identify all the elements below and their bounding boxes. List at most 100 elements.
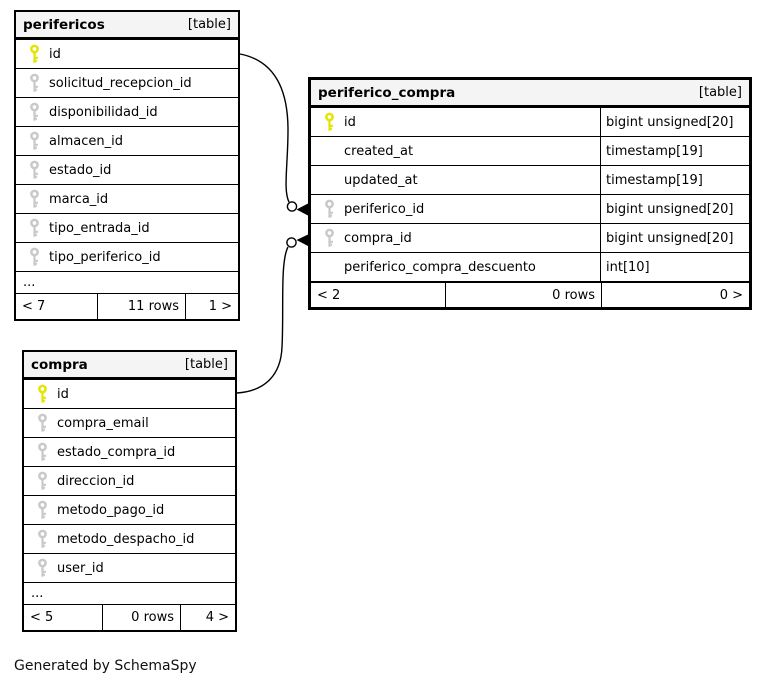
hidden-columns-ellipsis: ...: [24, 582, 235, 604]
column-name: tipo_periferico_id: [49, 249, 161, 265]
column-row-direccion-id[interactable]: direccion_id: [24, 466, 235, 495]
foreign-key-icon: [37, 500, 48, 521]
crow-foot-arrow-periferico-id: [296, 203, 308, 216]
column-row-id[interactable]: id: [24, 379, 235, 408]
foreign-key-icon: [37, 558, 48, 579]
relationship-line-perifericos-to-periferico-compra: [239, 53, 290, 203]
table-periferico-compra-footer: < 2 0 rows 0 >: [311, 281, 749, 307]
primary-key-icon: [29, 44, 40, 65]
relationship-line-compra-to-periferico-compra: [236, 246, 289, 394]
column-row-marca-id[interactable]: marca_id: [16, 184, 238, 213]
rows-count: 0 rows: [102, 605, 180, 630]
table-perifericos: perifericos [table] id solicitud_recepci…: [14, 10, 240, 321]
column-row-almacen-id[interactable]: almacen_id: [16, 126, 238, 155]
column-row-disponibilidad-id[interactable]: disponibilidad_id: [16, 97, 238, 126]
column-row-metodo-despacho-id[interactable]: metodo_despacho_id: [24, 524, 235, 553]
table-type-badge: [table]: [187, 17, 231, 32]
table-perifericos-header[interactable]: perifericos [table]: [16, 12, 238, 39]
parents-count: < 2: [317, 287, 341, 303]
column-type: bigint unsigned[20]: [600, 224, 749, 252]
column-name: id: [344, 114, 356, 130]
column-name: estado_compra_id: [57, 444, 176, 460]
zero-cardinality-circle-periferico-id: [286, 201, 298, 212]
table-type-badge: [table]: [184, 357, 228, 372]
foreign-key-icon: [29, 189, 40, 210]
table-perifericos-footer: < 7 11 rows 1 >: [16, 293, 238, 319]
rows-count: 11 rows: [97, 294, 185, 319]
foreign-key-icon: [29, 131, 40, 152]
column-name: direccion_id: [57, 473, 135, 489]
table-title: compra: [31, 356, 88, 373]
foreign-key-icon: [37, 413, 48, 434]
no-key-spacer: [324, 257, 335, 278]
column-row-updated-at[interactable]: updated_at timestamp[19]: [311, 165, 749, 194]
parents-count: < 7: [22, 299, 46, 314]
column-name: almacen_id: [49, 133, 123, 149]
column-row-estado-id[interactable]: estado_id: [16, 155, 238, 184]
ellipsis-label: ...: [23, 275, 36, 290]
column-name: compra_email: [57, 415, 149, 431]
column-row-id[interactable]: id bigint unsigned[20]: [311, 107, 749, 136]
column-name: metodo_despacho_id: [57, 531, 195, 547]
column-row-id[interactable]: id: [16, 39, 238, 68]
foreign-key-icon: [37, 529, 48, 550]
children-count: 1 >: [185, 294, 238, 319]
table-periferico-compra-header[interactable]: periferico_compra [table]: [311, 80, 749, 107]
table-compra-header[interactable]: compra [table]: [24, 352, 235, 379]
primary-key-icon: [37, 384, 48, 405]
column-row-created-at[interactable]: created_at timestamp[19]: [311, 136, 749, 165]
table-title: perifericos: [23, 16, 105, 33]
rows-count: 0 rows: [445, 283, 601, 307]
column-name: created_at: [344, 143, 414, 159]
column-type: bigint unsigned[20]: [600, 108, 749, 136]
column-name: disponibilidad_id: [49, 104, 158, 120]
foreign-key-icon: [37, 442, 48, 463]
column-name: id: [49, 46, 61, 62]
foreign-key-icon: [324, 199, 335, 220]
column-row-user-id[interactable]: user_id: [24, 553, 235, 582]
parents-count: < 5: [30, 610, 54, 625]
table-compra-footer: < 5 0 rows 4 >: [24, 604, 235, 630]
column-row-compra-email[interactable]: compra_email: [24, 408, 235, 437]
column-name: tipo_entrada_id: [49, 220, 150, 236]
column-name: id: [57, 386, 69, 402]
no-key-spacer: [324, 141, 335, 162]
foreign-key-icon: [37, 471, 48, 492]
column-name: compra_id: [344, 230, 412, 246]
table-type-badge: [table]: [698, 85, 742, 100]
column-row-periferico-compra-descuento[interactable]: periferico_compra_descuento int[10]: [311, 252, 749, 281]
column-row-tipo-periferico-id[interactable]: tipo_periferico_id: [16, 242, 238, 271]
column-row-tipo-entrada-id[interactable]: tipo_entrada_id: [16, 213, 238, 242]
column-name: solicitud_recepcion_id: [49, 75, 192, 91]
foreign-key-icon: [29, 102, 40, 123]
column-row-solicitud-recepcion-id[interactable]: solicitud_recepcion_id: [16, 68, 238, 97]
column-row-periferico-id[interactable]: periferico_id bigint unsigned[20]: [311, 194, 749, 223]
column-name: marca_id: [49, 191, 109, 207]
column-type: timestamp[19]: [600, 137, 749, 165]
hidden-columns-ellipsis: ...: [16, 271, 238, 293]
column-name: periferico_compra_descuento: [344, 259, 536, 275]
foreign-key-icon: [29, 73, 40, 94]
generated-by-note: Generated by SchemaSpy: [14, 658, 197, 674]
children-count: 0 >: [601, 283, 749, 307]
table-title: periferico_compra: [318, 84, 456, 101]
foreign-key-icon: [324, 228, 335, 249]
column-name: periferico_id: [344, 201, 425, 217]
table-compra: compra [table] id compra_email estado_co…: [22, 350, 237, 632]
ellipsis-label: ...: [31, 586, 44, 601]
column-type: int[10]: [600, 253, 749, 281]
children-count: 4 >: [180, 605, 235, 630]
foreign-key-icon: [29, 218, 40, 239]
primary-key-icon: [324, 112, 335, 133]
column-row-metodo-pago-id[interactable]: metodo_pago_id: [24, 495, 235, 524]
no-key-spacer: [324, 170, 335, 191]
column-row-compra-id[interactable]: compra_id bigint unsigned[20]: [311, 223, 749, 252]
column-row-estado-compra-id[interactable]: estado_compra_id: [24, 437, 235, 466]
foreign-key-icon: [29, 160, 40, 181]
zero-cardinality-circle-compra-id: [286, 237, 297, 248]
column-type: bigint unsigned[20]: [600, 195, 749, 223]
column-name: estado_id: [49, 162, 112, 178]
crow-foot-arrow-compra-id: [296, 234, 308, 246]
foreign-key-icon: [29, 247, 40, 268]
